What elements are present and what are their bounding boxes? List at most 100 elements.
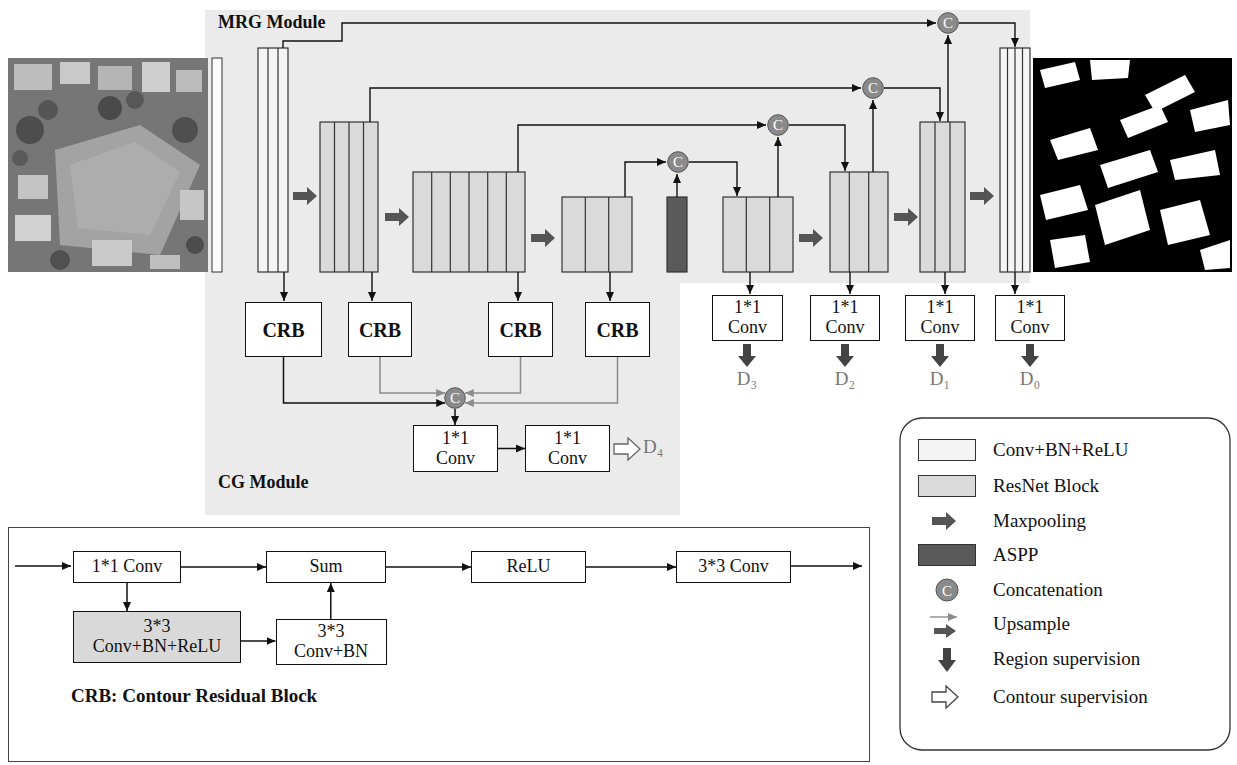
- skip-wires: [371, 272, 372, 301]
- conv-box: 1*1 Conv: [413, 425, 498, 472]
- node-text: 1*1 Conv: [1005, 298, 1055, 338]
- feature-stacks: [335, 122, 364, 272]
- feature-stacks: [935, 122, 950, 272]
- feature-stacks: [1008, 48, 1023, 272]
- legend-frame: [934, 624, 956, 638]
- segmentation-mask: [1095, 190, 1150, 245]
- segmentation-mask: [1050, 128, 1098, 160]
- skip-wires: [1014, 272, 1015, 294]
- aerial-image: [12, 150, 28, 166]
- skip-wires: [283, 23, 936, 48]
- node-text: 3*3 Conv: [698, 557, 769, 577]
- pooling-arrows: [385, 208, 409, 226]
- aerial-image: [142, 62, 170, 92]
- connector: [498, 448, 525, 450]
- segmentation-mask: [1040, 185, 1088, 220]
- segmentation-mask: [1190, 100, 1230, 132]
- relu-box: ReLU: [471, 551, 586, 583]
- cg-module-band: CG ModuleCRBCRBCRBCRBC1*1 Conv1*1 Conv: [205, 283, 680, 515]
- legend-text: Conv+BN+ReLU: [993, 440, 1128, 461]
- region-supervision-arrows: [738, 344, 1039, 367]
- legend-row: Region supervision: [993, 649, 1140, 670]
- crb-box: CRB: [585, 302, 650, 357]
- crb-box: CRB: [245, 302, 322, 357]
- feature-stacks: [849, 172, 868, 272]
- node-text: 1*1 Conv: [723, 298, 773, 338]
- legend-text: Upsample: [993, 614, 1070, 635]
- connector: [454, 409, 456, 425]
- aerial-image: [60, 62, 90, 84]
- skip-wires: [609, 272, 610, 301]
- aerial-image: [38, 100, 58, 120]
- segmentation-mask: [1100, 150, 1158, 188]
- aerial-image: [15, 215, 51, 241]
- node-text: 1*1 Conv: [915, 298, 965, 338]
- skip-wires: [872, 100, 873, 172]
- supervision-label: D₃: [737, 369, 757, 390]
- legend-row: Contour supervision: [993, 687, 1148, 708]
- supervision-label: D₀: [1020, 369, 1040, 390]
- supervision-label: D₁: [930, 369, 950, 390]
- node-text: C: [943, 15, 953, 32]
- label-wrap: D₂: [835, 369, 855, 390]
- legend-text: Contour supervision: [993, 687, 1148, 708]
- feature-stacks: [562, 197, 632, 272]
- aerial-image: [98, 66, 132, 90]
- segmentation-mask: [1160, 200, 1210, 245]
- legend-row: Conv+BN+ReLU: [993, 440, 1128, 461]
- node-text: 1*1 Conv: [431, 429, 481, 469]
- skip-wires: [283, 272, 284, 301]
- crb-box: CRB: [488, 302, 553, 357]
- feature-stacks: [268, 48, 278, 272]
- skip-wires: [689, 162, 737, 196]
- node-text: 1*1 Conv: [820, 298, 870, 338]
- skip-wires: [944, 272, 945, 294]
- legend-row: ResNet Block: [993, 476, 1099, 497]
- skip-wires: [15, 23, 1015, 566]
- conv-box: 1*1 Conv: [73, 551, 181, 583]
- feature-stacks: [1000, 48, 1030, 272]
- connector: [465, 357, 521, 393]
- pooling-arrows: [293, 187, 994, 247]
- skip-wires: [749, 272, 750, 294]
- skip-wires: [849, 272, 850, 294]
- legend-row: Upsample: [993, 614, 1070, 635]
- aerial-image: [8, 58, 208, 272]
- feature-stacks: [667, 197, 687, 272]
- aerial-image: [180, 190, 204, 220]
- connector: [465, 357, 618, 403]
- pooling-arrows: [894, 208, 918, 226]
- concat-circle-outline: [863, 78, 884, 99]
- connector: [386, 566, 471, 568]
- feature-stacks: [432, 172, 507, 272]
- mrg-module-band: MRG ModuleCCCC: [205, 10, 1030, 283]
- segmentation-mask: [1040, 62, 1080, 88]
- node-text: CRB: [596, 319, 638, 341]
- node-text: 1*1 Conv: [92, 557, 163, 577]
- legend-swatch: [918, 544, 976, 566]
- legend-frame: [932, 686, 958, 708]
- conv-box: 3*3 Conv: [676, 551, 791, 583]
- connector: [380, 357, 445, 393]
- segmentation-mask: [1050, 235, 1090, 268]
- concat-circle-outline: [668, 152, 689, 173]
- module-heading: MRG Module: [218, 13, 326, 33]
- concat-circle: C: [667, 151, 689, 173]
- pooling-arrows: [799, 229, 823, 247]
- pooling-arrows: [970, 187, 994, 205]
- aerial-image: [92, 240, 132, 266]
- contour-supervision-arrow: [614, 438, 640, 460]
- concat-circle: C: [767, 114, 789, 136]
- pooling-arrows: [531, 229, 555, 247]
- node-text: CRB: [262, 319, 304, 341]
- supervision-label: D₄: [643, 437, 663, 458]
- legend-frame: [936, 579, 958, 601]
- label-wrap: D₁: [930, 369, 950, 390]
- region-supervision-arrows: [738, 344, 756, 367]
- crb-box: CRB: [348, 302, 412, 357]
- aerial-image: [186, 236, 204, 254]
- aerial-image: [18, 175, 48, 199]
- node-text: CRB: [359, 319, 401, 341]
- legend-text: Maxpooling: [993, 511, 1086, 532]
- concat-circle: C: [862, 77, 884, 99]
